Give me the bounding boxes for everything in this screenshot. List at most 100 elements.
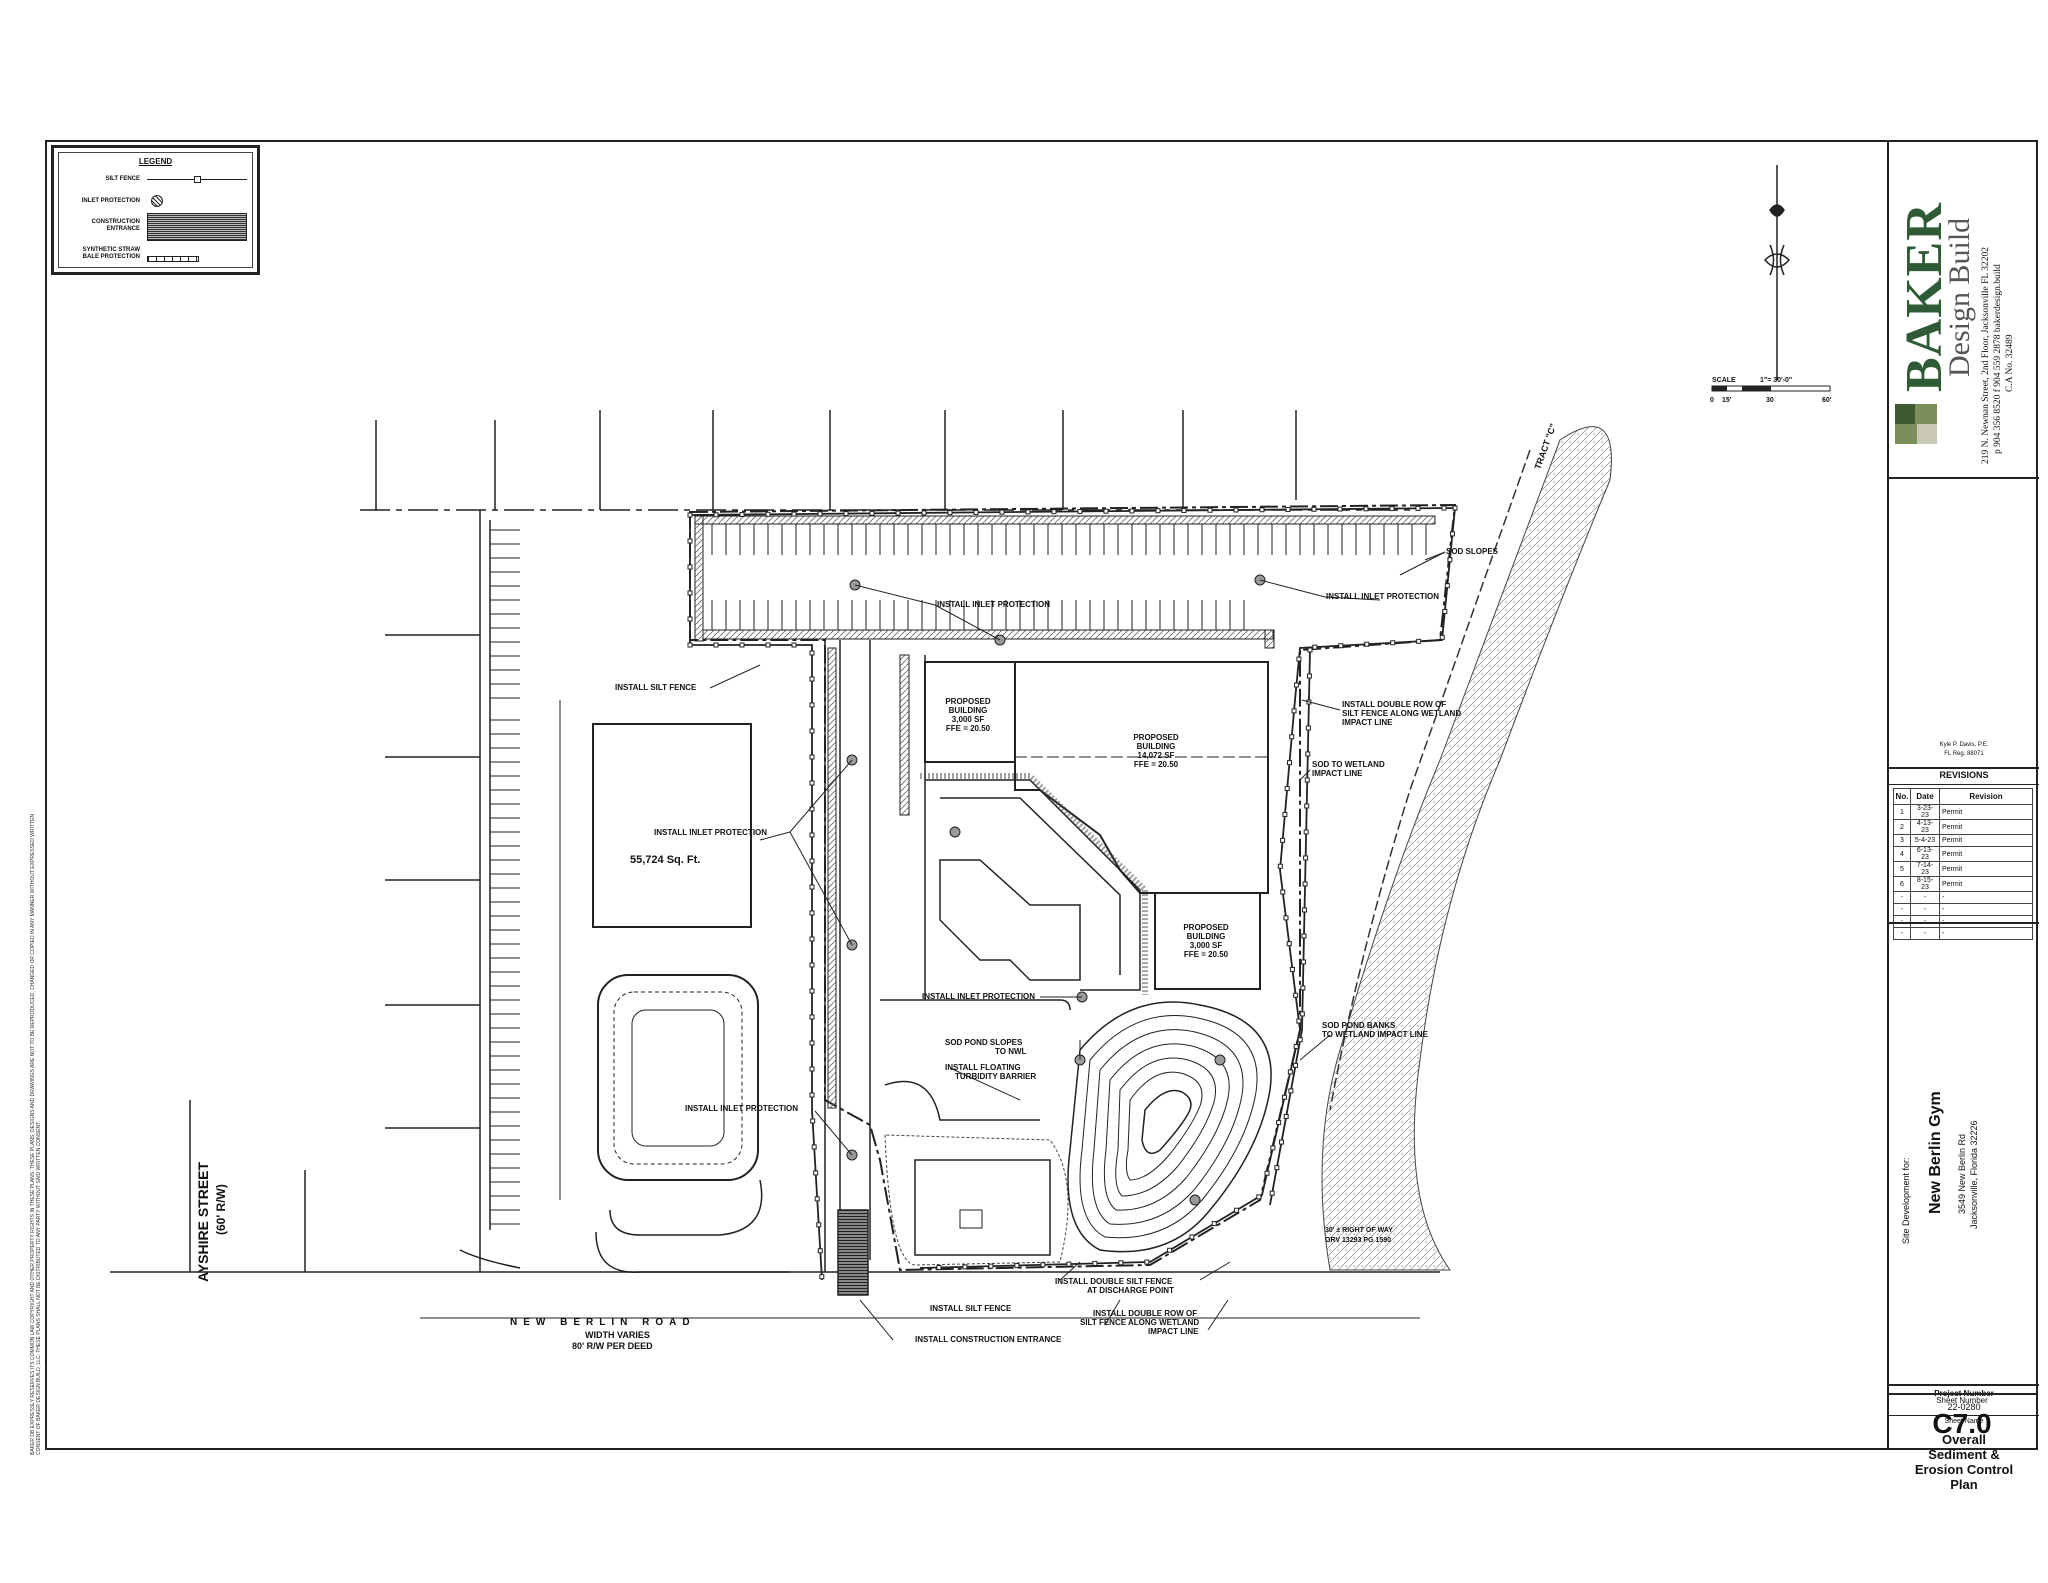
silt-fence-post — [1293, 992, 1299, 998]
silt-fence-post — [1301, 933, 1307, 939]
inlet-protection-icon — [1214, 1054, 1226, 1066]
svg-text:TO NWL: TO NWL — [995, 1047, 1027, 1056]
silt-fence-post — [936, 1265, 942, 1271]
silt-fence-post — [1311, 506, 1317, 512]
svg-text:0: 0 — [1710, 397, 1714, 404]
new-berlin-width: WIDTH VARIES — [585, 1330, 650, 1340]
silt-fence-post — [869, 510, 875, 516]
silt-fence-post — [809, 754, 815, 760]
revision-row: --- — [1893, 927, 2033, 940]
silt-fence-post — [973, 509, 979, 515]
silt-fence-post — [1300, 985, 1306, 991]
silt-fence-post — [1040, 1262, 1046, 1268]
svg-text:INSTALL SILT FENCE: INSTALL SILT FENCE — [615, 683, 697, 692]
ayshire-street-rw: (60' R/W) — [214, 1184, 228, 1235]
silt-fence-post — [687, 564, 693, 570]
silt-fence-post — [1390, 640, 1396, 646]
silt-fence-post — [1364, 641, 1370, 647]
silt-fence-post — [1442, 608, 1448, 614]
silt-fence-post — [1296, 656, 1302, 662]
silt-fence-post — [1286, 941, 1292, 947]
silt-fence-post — [809, 728, 815, 734]
sheet-name-label: Sheet Name — [1944, 1418, 1984, 1425]
silt-fence-post — [1279, 1139, 1285, 1145]
existing-building — [592, 723, 752, 928]
engineer-name: Kyle P. Davis, P.E. — [1939, 742, 1989, 748]
svg-text:INSTALL SILT FENCE: INSTALL SILT FENCE — [930, 1304, 1012, 1313]
svg-text:IMPACT LINE: IMPACT LINE — [1342, 718, 1393, 727]
silt-fence-post — [1293, 1044, 1299, 1050]
revision-row: --- — [1893, 915, 2033, 928]
project-section: Site Development for: New Berlin Gym 354… — [1889, 924, 2039, 1386]
silt-fence-post — [1280, 837, 1286, 843]
silt-fence-post — [1304, 777, 1310, 783]
svg-text:SCALE: SCALE — [1712, 377, 1736, 384]
svg-text:INSTALL DOUBLE SILT FENCE: INSTALL DOUBLE SILT FENCE — [1055, 1277, 1173, 1286]
silt-fence-post — [1293, 682, 1299, 688]
west-parking-stalls — [490, 529, 520, 1225]
svg-text:PROPOSED: PROPOSED — [945, 697, 991, 706]
firm-logo-icon — [1895, 404, 1937, 444]
project-name: New Berlin Gym — [1927, 1091, 1944, 1214]
silt-fence-post — [1092, 1260, 1098, 1266]
silt-fence-post — [1144, 1259, 1150, 1265]
silt-fence-post — [921, 510, 927, 516]
silt-fence-post — [1167, 1247, 1173, 1253]
svg-text:SILT FENCE ALONG WETLAND: SILT FENCE ALONG WETLAND — [1342, 709, 1461, 718]
silt-fence-post — [1299, 1011, 1305, 1017]
silt-fence-post-symbol — [194, 176, 201, 183]
silt-fence-post — [819, 1274, 825, 1280]
building-labels: PROPOSED BUILDING 3,000 SF FFE = 20.50 P… — [945, 697, 1229, 959]
silt-fence-post — [1234, 1207, 1240, 1213]
silt-fence-post — [809, 1014, 815, 1020]
legend-inlet-protection-label: INLET PROTECTION — [81, 198, 140, 204]
legend-title: LEGEND — [138, 157, 173, 166]
silt-fence-post — [1293, 1062, 1299, 1068]
svg-text:TURBIDITY BARRIER: TURBIDITY BARRIER — [955, 1072, 1036, 1081]
silt-fence-post — [1181, 507, 1187, 513]
svg-text:INSTALL INLET PROTECTION: INSTALL INLET PROTECTION — [685, 1104, 798, 1113]
silt-fence-post — [1233, 507, 1239, 513]
new-berlin-road-label: NEW BERLIN ROAD — [510, 1317, 696, 1328]
title-block: BAKER Design Build 219 N. Newnan Street,… — [1887, 142, 2039, 1492]
drawing-sheet-border — [45, 140, 2038, 1450]
firm-contact: p 904 356 8520 f 904 559 2878 bakerdesig… — [1993, 264, 2003, 454]
svg-text:FFE = 20.50: FFE = 20.50 — [1184, 950, 1229, 959]
svg-text:INSTALL DOUBLE ROW OF: INSTALL DOUBLE ROW OF — [1342, 700, 1446, 709]
silt-fence-post — [1389, 506, 1395, 512]
ayshire-street-label: AYSHIRE STREET — [195, 1161, 211, 1282]
project-address-2: Jacksonville, Florida 32226 — [1969, 1120, 1979, 1229]
silt-fence-post — [1066, 1261, 1072, 1267]
silt-fence-post — [1211, 1221, 1217, 1227]
silt-fence-post — [809, 780, 815, 786]
svg-text:SOD POND BANKS: SOD POND BANKS — [1322, 1021, 1396, 1030]
svg-text:1"= 30'-0": 1"= 30'-0" — [1760, 377, 1792, 384]
silt-fence-post — [962, 1264, 968, 1270]
silt-fence-post — [1264, 1170, 1270, 1176]
silt-fence-post — [895, 510, 901, 516]
existing-pond-sw — [595, 974, 790, 1273]
silt-fence-post — [1444, 583, 1450, 589]
svg-text:INSTALL INLET PROTECTION: INSTALL INLET PROTECTION — [922, 992, 1035, 1001]
svg-text:INSTALL DOUBLE ROW OF: INSTALL DOUBLE ROW OF — [1093, 1309, 1197, 1318]
silt-fence-post — [1306, 673, 1312, 679]
silt-fence-post — [809, 832, 815, 838]
silt-fence-post — [1303, 855, 1309, 861]
north-parking-stalls — [711, 524, 1427, 630]
silt-fence-posts — [687, 505, 1458, 1280]
silt-fence-post — [1296, 1018, 1302, 1024]
svg-text:PROPOSED: PROPOSED — [1183, 923, 1229, 932]
silt-fence-post — [687, 590, 693, 596]
silt-fence-post — [1189, 1234, 1195, 1240]
silt-fence-post — [816, 1222, 822, 1228]
svg-text:BUILDING: BUILDING — [1137, 742, 1176, 751]
silt-fence-post — [999, 509, 1005, 515]
silt-fence-post — [687, 512, 693, 518]
silt-fence-post — [809, 650, 815, 656]
silt-fence-post — [1289, 966, 1295, 972]
svg-text:3,000 SF: 3,000 SF — [952, 715, 985, 724]
right-of-way-note: 30' ± RIGHT OF WAY — [1325, 1227, 1393, 1234]
